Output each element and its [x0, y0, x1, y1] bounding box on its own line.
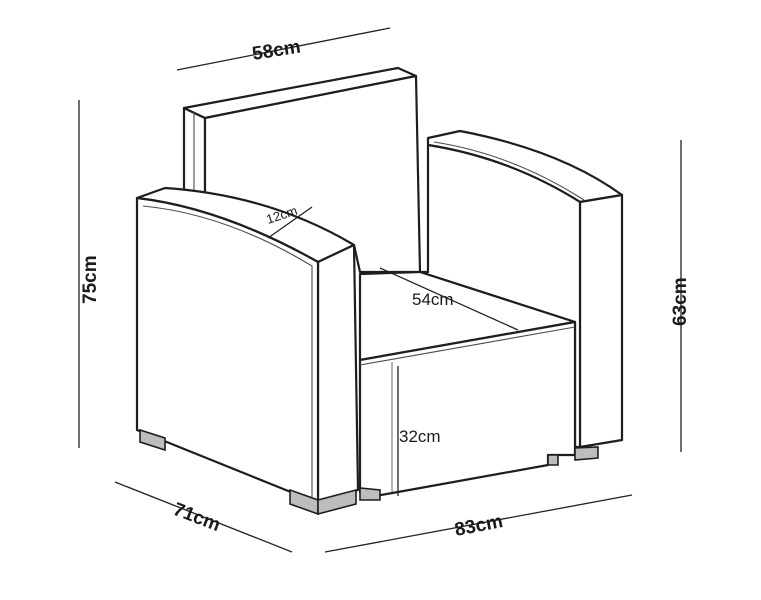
feet	[139, 428, 599, 516]
arm-height-label: 63cm	[670, 277, 691, 326]
right-armrest	[418, 129, 624, 449]
top-width-line	[176, 27, 391, 71]
total-height-label: 75cm	[80, 255, 101, 304]
seat-depth-line	[379, 267, 519, 331]
seat-height-label: 32cm	[399, 427, 441, 446]
depth-label: 71cm	[170, 499, 223, 536]
top-width-label: 58cm	[251, 37, 302, 65]
seat	[358, 270, 577, 498]
width-line	[324, 494, 633, 553]
backrest	[182, 66, 422, 274]
width-label: 83cm	[453, 511, 505, 541]
left-armrest	[135, 186, 360, 505]
seat-depth-label: 54cm	[412, 290, 454, 309]
dimension-lines	[78, 27, 682, 553]
arm-width-line	[267, 206, 313, 239]
depth-line	[114, 481, 293, 553]
